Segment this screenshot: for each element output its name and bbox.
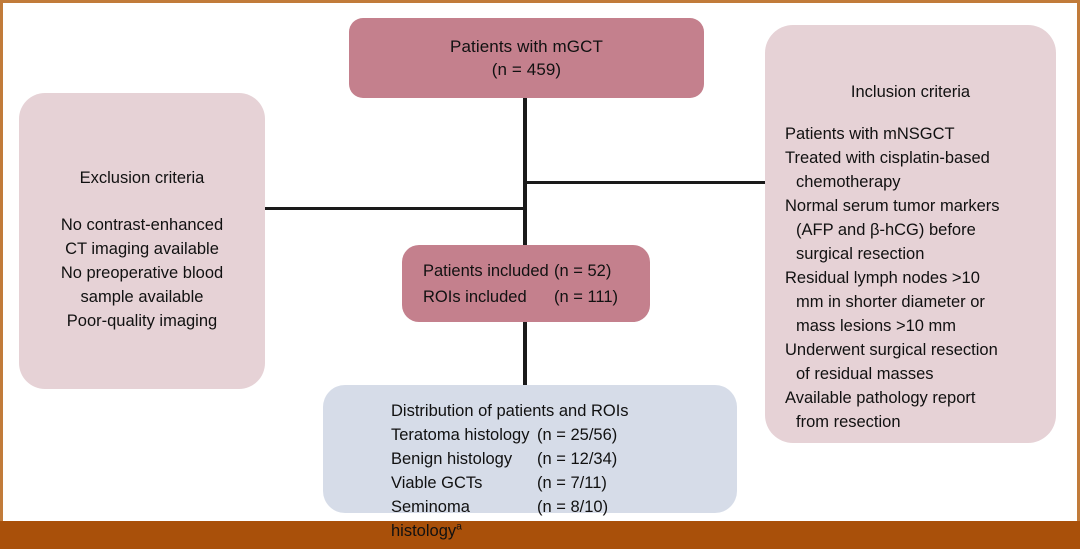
connector-to-inclusion bbox=[526, 181, 766, 184]
distribution-row: Teratoma histology (n = 25/56) bbox=[323, 423, 737, 447]
frame-top-rule bbox=[0, 0, 1080, 3]
frame-left-rule bbox=[0, 0, 3, 524]
distribution-label: Seminoma histologya bbox=[391, 495, 537, 543]
distribution-label-text: Seminoma histology bbox=[391, 498, 470, 540]
node-inclusion-criteria: Inclusion criteria Patients with mNSGCT … bbox=[765, 25, 1056, 443]
inclusion-item: Residual lymph nodes >10 bbox=[785, 269, 980, 287]
distribution-row: Seminoma histologya (n = 8/10) bbox=[323, 495, 737, 543]
frame-right-rule bbox=[1077, 0, 1080, 524]
distribution-label: Teratoma histology bbox=[391, 426, 530, 444]
included-label: ROIs included bbox=[423, 287, 527, 306]
inclusion-item-cont: mm in shorter diameter or bbox=[796, 293, 985, 311]
inclusion-item: Available pathology report bbox=[785, 389, 976, 407]
inclusion-item: Normal serum tumor markers bbox=[785, 197, 1000, 215]
inclusion-item-cont: (AFP and β-hCG) before bbox=[796, 221, 976, 239]
exclusion-item-cont: CT imaging available bbox=[65, 240, 219, 258]
inclusion-item-cont: chemotherapy bbox=[796, 173, 901, 191]
node-top-line2: (n = 459) bbox=[491, 60, 562, 79]
exclusion-item: Poor-quality imaging bbox=[66, 312, 218, 330]
inclusion-item-cont: of residual masses bbox=[796, 365, 934, 383]
inclusion-item: Patients with mNSGCT bbox=[785, 125, 955, 143]
distribution-label: Benign histology bbox=[391, 450, 513, 468]
distribution-count: (n = 8/10) bbox=[537, 498, 609, 516]
distribution-count: (n = 25/56) bbox=[537, 426, 618, 444]
inclusion-item: Treated with cisplatin-based bbox=[785, 149, 990, 167]
distribution-row: Benign histology (n = 12/34) bbox=[323, 447, 737, 471]
node-distribution: Distribution of patients and ROIs Terato… bbox=[323, 385, 737, 540]
connector-bottom-vertical bbox=[523, 322, 527, 386]
inclusion-item-cont: surgical resection bbox=[796, 245, 925, 263]
distribution-count: (n = 7/11) bbox=[537, 474, 607, 492]
inclusion-item-cont: mass lesions >10 mm bbox=[796, 317, 957, 335]
inclusion-list: Patients with mNSGCT Treated with cispla… bbox=[785, 122, 1048, 434]
distribution-row: Viable GCTs (n = 7/11) bbox=[323, 471, 737, 495]
exclusion-heading: Exclusion criteria bbox=[79, 169, 205, 187]
distribution-title: Distribution of patients and ROIs bbox=[391, 402, 629, 420]
connector-to-exclusion bbox=[264, 207, 526, 210]
included-row: Patients included (n = 52) bbox=[402, 258, 650, 284]
node-exclusion-criteria: Exclusion criteria No contrast-enhanced … bbox=[19, 93, 265, 389]
node-top-line1: Patients with mGCT bbox=[450, 37, 603, 56]
inclusion-heading: Inclusion criteria bbox=[850, 83, 971, 101]
exclusion-item-cont: sample available bbox=[80, 288, 204, 306]
node-patients-with-mgct: Patients with mGCT (n = 459) bbox=[349, 18, 704, 98]
inclusion-item-cont: from resection bbox=[796, 413, 901, 431]
distribution-label: Viable GCTs bbox=[391, 474, 483, 492]
distribution-count: (n = 12/34) bbox=[537, 450, 618, 468]
exclusion-item: No contrast-enhanced bbox=[60, 216, 224, 234]
included-label: Patients included bbox=[423, 261, 549, 280]
footnote-marker: a bbox=[456, 520, 462, 533]
included-row: ROIs included (n = 111) bbox=[402, 284, 650, 310]
inclusion-item: Underwent surgical resection bbox=[785, 341, 998, 359]
node-patients-included: Patients included (n = 52) ROIs included… bbox=[402, 245, 650, 322]
exclusion-list: No contrast-enhanced CT imaging availabl… bbox=[19, 213, 265, 333]
connector-top-vertical bbox=[523, 98, 527, 245]
frame-bottom-bar bbox=[0, 521, 1080, 549]
included-count: (n = 52) bbox=[554, 261, 612, 280]
exclusion-item: No preoperative blood bbox=[60, 264, 224, 282]
included-count: (n = 111) bbox=[554, 287, 619, 306]
